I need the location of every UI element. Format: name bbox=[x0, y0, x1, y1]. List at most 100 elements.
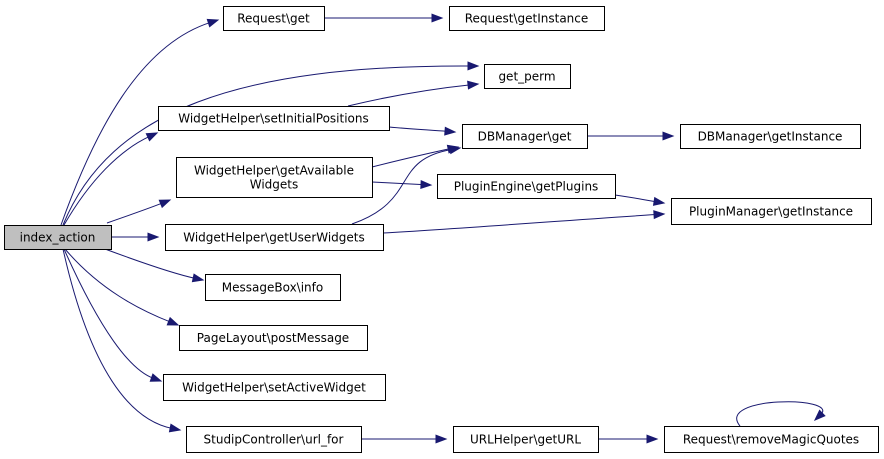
edge-widgethelper-setinitialpositions-to-get-perm bbox=[347, 80, 480, 107]
call-edges bbox=[60, 13, 826, 444]
node-label: index_action bbox=[20, 231, 96, 245]
node-label: PluginEngine\getPlugins bbox=[454, 180, 599, 194]
arrowhead-icon bbox=[431, 13, 444, 23]
node-label: PageLayout\postMessage bbox=[197, 331, 349, 345]
node-request-getinstance[interactable]: Request\getInstance bbox=[449, 6, 605, 31]
node-dbmanager-getinstance[interactable]: DBManager\getInstance bbox=[680, 124, 861, 149]
edge-widgethelper-getuserwidgets-to-dbmanager-get bbox=[351, 145, 462, 225]
arrowhead-icon bbox=[191, 273, 205, 283]
node-box bbox=[158, 106, 390, 131]
edge-request-get-to-request-getinstance bbox=[324, 13, 444, 23]
edge-line bbox=[388, 126, 448, 132]
node-pluginengine-getplugins[interactable]: PluginEngine\getPlugins bbox=[437, 174, 616, 199]
node-pagelayout-postmessage[interactable]: PageLayout\postMessage bbox=[179, 325, 368, 351]
node-label: URLHelper\getURL bbox=[470, 433, 581, 447]
arrowhead-icon bbox=[444, 126, 457, 136]
edge-pluginengine-getplugins-to-pluginmanager-getinstance bbox=[614, 194, 666, 206]
node-label: WidgetHelper\setInitialPositions bbox=[178, 112, 369, 126]
node-widgethelper-getuserwidgets[interactable]: WidgetHelper\getUserWidgets bbox=[165, 224, 384, 251]
node-box bbox=[680, 124, 861, 149]
node-request-get[interactable]: Request\get bbox=[223, 6, 325, 31]
edge-line bbox=[62, 248, 173, 429]
arrowhead-icon bbox=[149, 373, 163, 382]
node-label: Request\getInstance bbox=[465, 12, 589, 26]
arrowhead-icon bbox=[145, 132, 159, 142]
node-label: PluginManager\getInstance bbox=[689, 205, 853, 219]
node-box bbox=[165, 224, 384, 251]
node-studipcontroller-url-for[interactable]: StudipController\url_for bbox=[186, 426, 362, 453]
edge-line bbox=[63, 248, 154, 379]
node-label: DBManager\get bbox=[478, 130, 572, 144]
node-request-removemagicquotes[interactable]: Request\removeMagicQuotes bbox=[664, 426, 879, 453]
node-label: WidgetHelper\getUserWidgets bbox=[183, 231, 365, 245]
node-label: Request\removeMagicQuotes bbox=[683, 433, 859, 447]
node-box bbox=[671, 198, 872, 225]
node-box bbox=[176, 157, 373, 198]
node-box bbox=[163, 374, 386, 401]
arrowhead-icon bbox=[158, 199, 172, 209]
node-box bbox=[223, 6, 325, 31]
edge-urlhelper-geturl-to-request-removemagicquotes bbox=[598, 434, 659, 444]
node-messagebox-info[interactable]: MessageBox\info bbox=[205, 274, 341, 301]
arrowhead-icon bbox=[813, 409, 826, 421]
arrowhead-icon bbox=[435, 434, 448, 444]
arrowhead-icon bbox=[662, 131, 675, 141]
node-index-action: index_action bbox=[4, 225, 112, 250]
node-label: StudipController\url_for bbox=[204, 433, 344, 447]
node-pluginmanager-getinstance[interactable]: PluginManager\getInstance bbox=[671, 198, 872, 225]
edge-line bbox=[736, 401, 824, 427]
arrowhead-icon bbox=[168, 423, 182, 433]
node-urlhelper-geturl[interactable]: URLHelper\getURL bbox=[453, 426, 599, 453]
node-label: DBManager\getInstance bbox=[698, 130, 843, 144]
arrowhead-icon bbox=[206, 18, 220, 28]
node-box bbox=[462, 124, 588, 149]
edge-line bbox=[63, 135, 150, 226]
edge-index-action-to-studipcontroller-url-for bbox=[62, 248, 182, 433]
node-widgethelper-setinitialpositions[interactable]: WidgetHelper\setInitialPositions bbox=[158, 106, 390, 131]
arrowhead-icon bbox=[652, 196, 666, 206]
arrowhead-icon bbox=[653, 210, 666, 220]
edge-studipcontroller-url-for-to-urlhelper-geturl bbox=[361, 434, 448, 444]
node-get-perm[interactable]: get_perm bbox=[484, 64, 571, 89]
edge-line bbox=[371, 181, 424, 186]
node-label: Request\get bbox=[237, 12, 310, 26]
edge-line bbox=[382, 214, 657, 234]
edge-line bbox=[371, 148, 451, 168]
edge-line bbox=[104, 248, 196, 279]
node-box bbox=[453, 426, 599, 453]
edge-widgethelper-getavailablewidgets-to-pluginengine-getplugins bbox=[371, 179, 433, 190]
node-box bbox=[664, 426, 879, 453]
node-label: MessageBox\info bbox=[222, 281, 323, 295]
edge-widgethelper-getavailablewidgets-to-dbmanager-get bbox=[371, 144, 460, 168]
edge-index-action-to-widgethelper-getavailablewidgets bbox=[106, 199, 172, 224]
node-label: WidgetHelper\getAvailable bbox=[194, 164, 354, 178]
edge-line bbox=[60, 21, 211, 226]
node-dbmanager-get[interactable]: DBManager\get bbox=[462, 124, 588, 149]
edge-line bbox=[347, 84, 471, 107]
node-label: WidgetHelper\setActiveWidget bbox=[182, 381, 366, 395]
edge-widgethelper-getuserwidgets-to-pluginmanager-getinstance bbox=[382, 210, 666, 234]
edge-index-action-to-widgethelper-getuserwidgets bbox=[111, 232, 160, 242]
arrowhead-icon bbox=[467, 80, 480, 90]
edge-line bbox=[106, 202, 163, 224]
edge-index-action-to-get-perm bbox=[62, 61, 480, 226]
edge-index-action-to-widgethelper-setactivewidget bbox=[63, 248, 163, 382]
arrowhead-icon bbox=[448, 145, 462, 155]
edge-index-action-to-messagebox-info bbox=[104, 248, 205, 283]
edge-widgethelper-setinitialpositions-to-dbmanager-get bbox=[388, 126, 457, 136]
node-widgethelper-setactivewidget[interactable]: WidgetHelper\setActiveWidget bbox=[163, 374, 386, 401]
node-label: get_perm bbox=[498, 70, 555, 84]
edge-index-action-to-pagelayout-postmessage bbox=[64, 248, 180, 326]
edge-line bbox=[351, 148, 453, 225]
node-box bbox=[186, 426, 362, 453]
node-box bbox=[205, 274, 341, 301]
edge-index-action-to-widgethelper-setinitialpositions bbox=[63, 132, 159, 226]
edge-line bbox=[62, 65, 471, 226]
edge-line bbox=[64, 248, 171, 323]
arrowhead-icon bbox=[166, 316, 180, 326]
node-box bbox=[484, 64, 571, 89]
node-label: Widgets bbox=[250, 178, 299, 192]
edge-index-action-to-request-get bbox=[60, 18, 220, 226]
